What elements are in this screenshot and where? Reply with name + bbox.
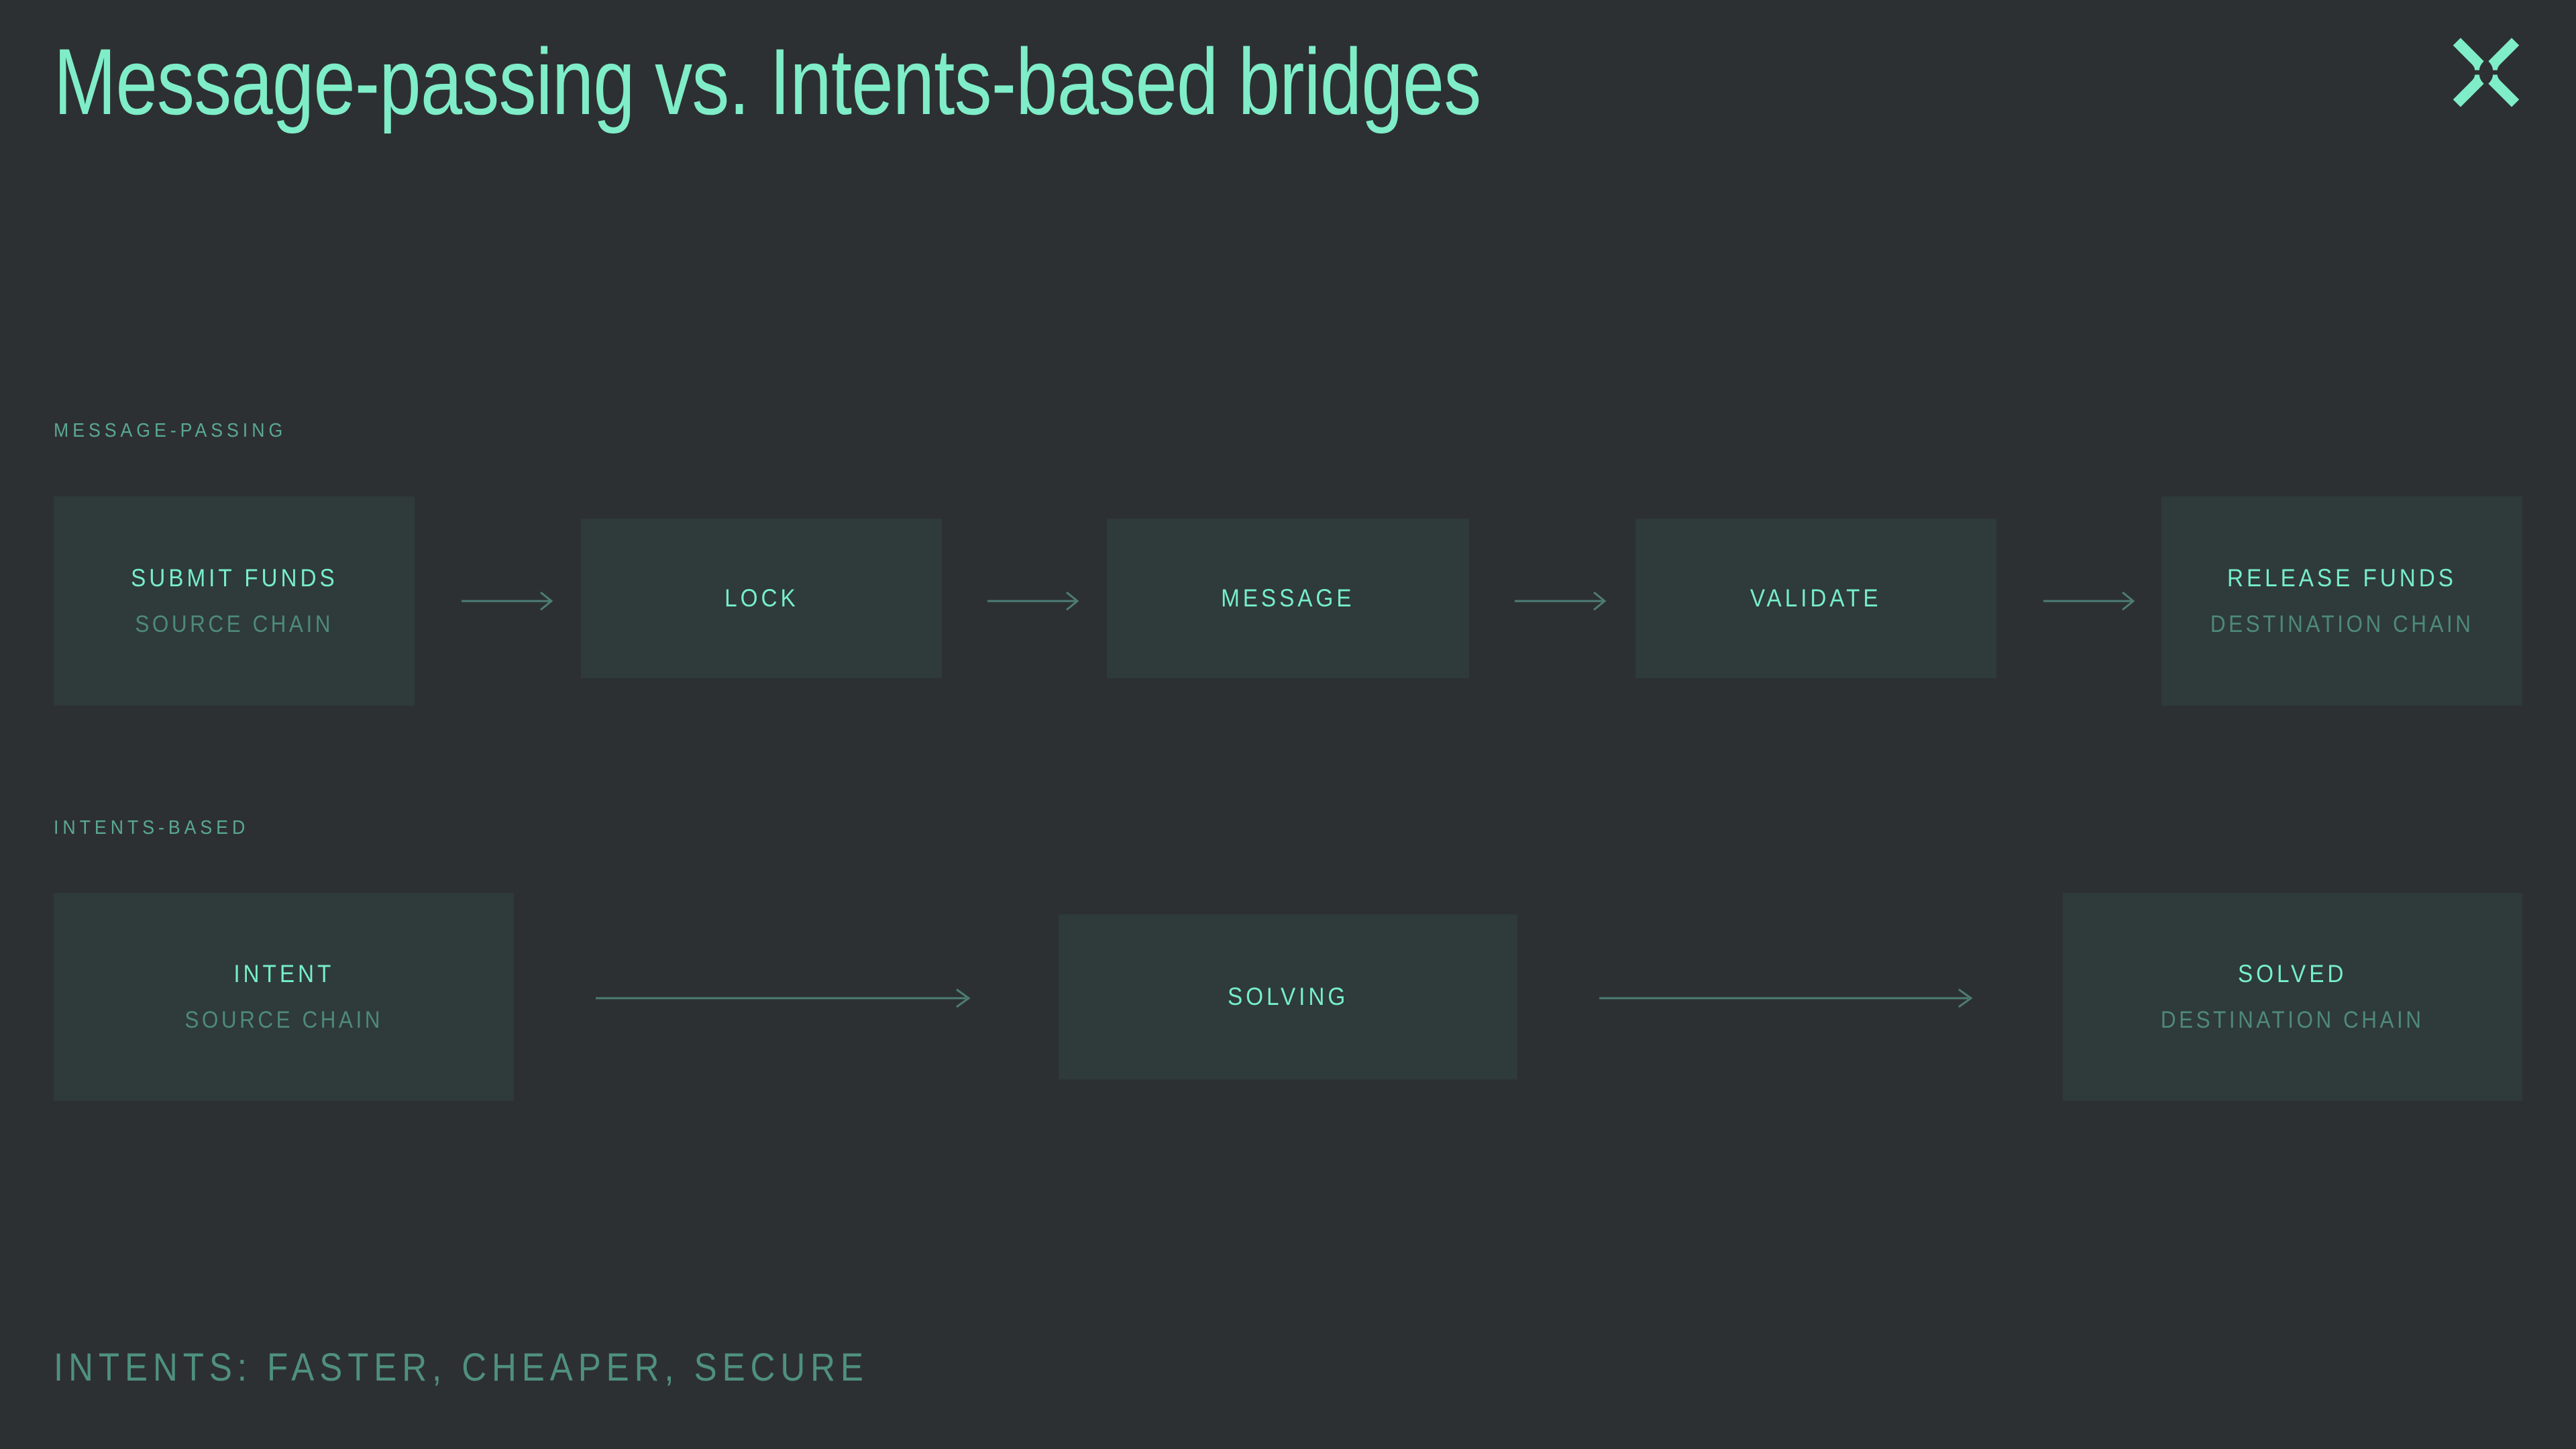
x-mark-logo-icon xyxy=(2453,38,2520,107)
flow-box-subtitle: SOURCE CHAIN xyxy=(135,611,333,637)
footer-tagline: INTENTS: FASTER, CHEAPER, SECURE xyxy=(54,1346,869,1389)
arrow-right-icon xyxy=(987,591,1079,611)
flow-box-title: VALIDATE xyxy=(1750,584,1882,612)
flow-box-release-funds[interactable]: RELEASE FUNDS DESTINATION CHAIN xyxy=(2161,496,2522,706)
flow-box-message[interactable]: MESSAGE xyxy=(1107,519,1469,678)
arrow-right-long-icon xyxy=(1599,988,1973,1008)
flow-box-title: SOLVED xyxy=(2238,960,2347,987)
flow-box-intent[interactable]: INTENT SOURCE CHAIN xyxy=(54,893,514,1101)
flow-box-validate[interactable]: VALIDATE xyxy=(1635,519,1996,678)
flow-box-subtitle: SOURCE CHAIN xyxy=(184,1007,383,1033)
flow-box-title: INTENT xyxy=(233,960,334,987)
flow-box-title: MESSAGE xyxy=(1221,584,1355,612)
arrow-right-icon xyxy=(462,591,553,611)
flow-box-subtitle: DESTINATION CHAIN xyxy=(2161,1007,2424,1033)
flow-box-lock[interactable]: LOCK xyxy=(581,519,942,678)
arrow-right-long-icon xyxy=(596,988,971,1008)
flow-box-title: SUBMIT FUNDS xyxy=(130,564,338,592)
section-label-message-passing: MESSAGE-PASSING xyxy=(54,420,287,441)
flow-box-submit-funds[interactable]: SUBMIT FUNDS SOURCE CHAIN xyxy=(54,496,415,706)
flow-box-solving[interactable]: SOLVING xyxy=(1059,914,1517,1079)
arrow-right-icon xyxy=(2043,591,2135,611)
flow-box-title: RELEASE FUNDS xyxy=(2227,564,2457,592)
section-label-intents-based: INTENTS-BASED xyxy=(54,817,250,839)
page-title: Message-passing vs. Intents-based bridge… xyxy=(54,29,1481,134)
flow-box-title: SOLVING xyxy=(1227,983,1349,1010)
flow-box-subtitle: DESTINATION CHAIN xyxy=(2210,611,2474,637)
flow-box-title: LOCK xyxy=(724,584,799,612)
arrow-right-icon xyxy=(1515,591,1607,611)
flow-box-solved[interactable]: SOLVED DESTINATION CHAIN xyxy=(2063,893,2522,1101)
